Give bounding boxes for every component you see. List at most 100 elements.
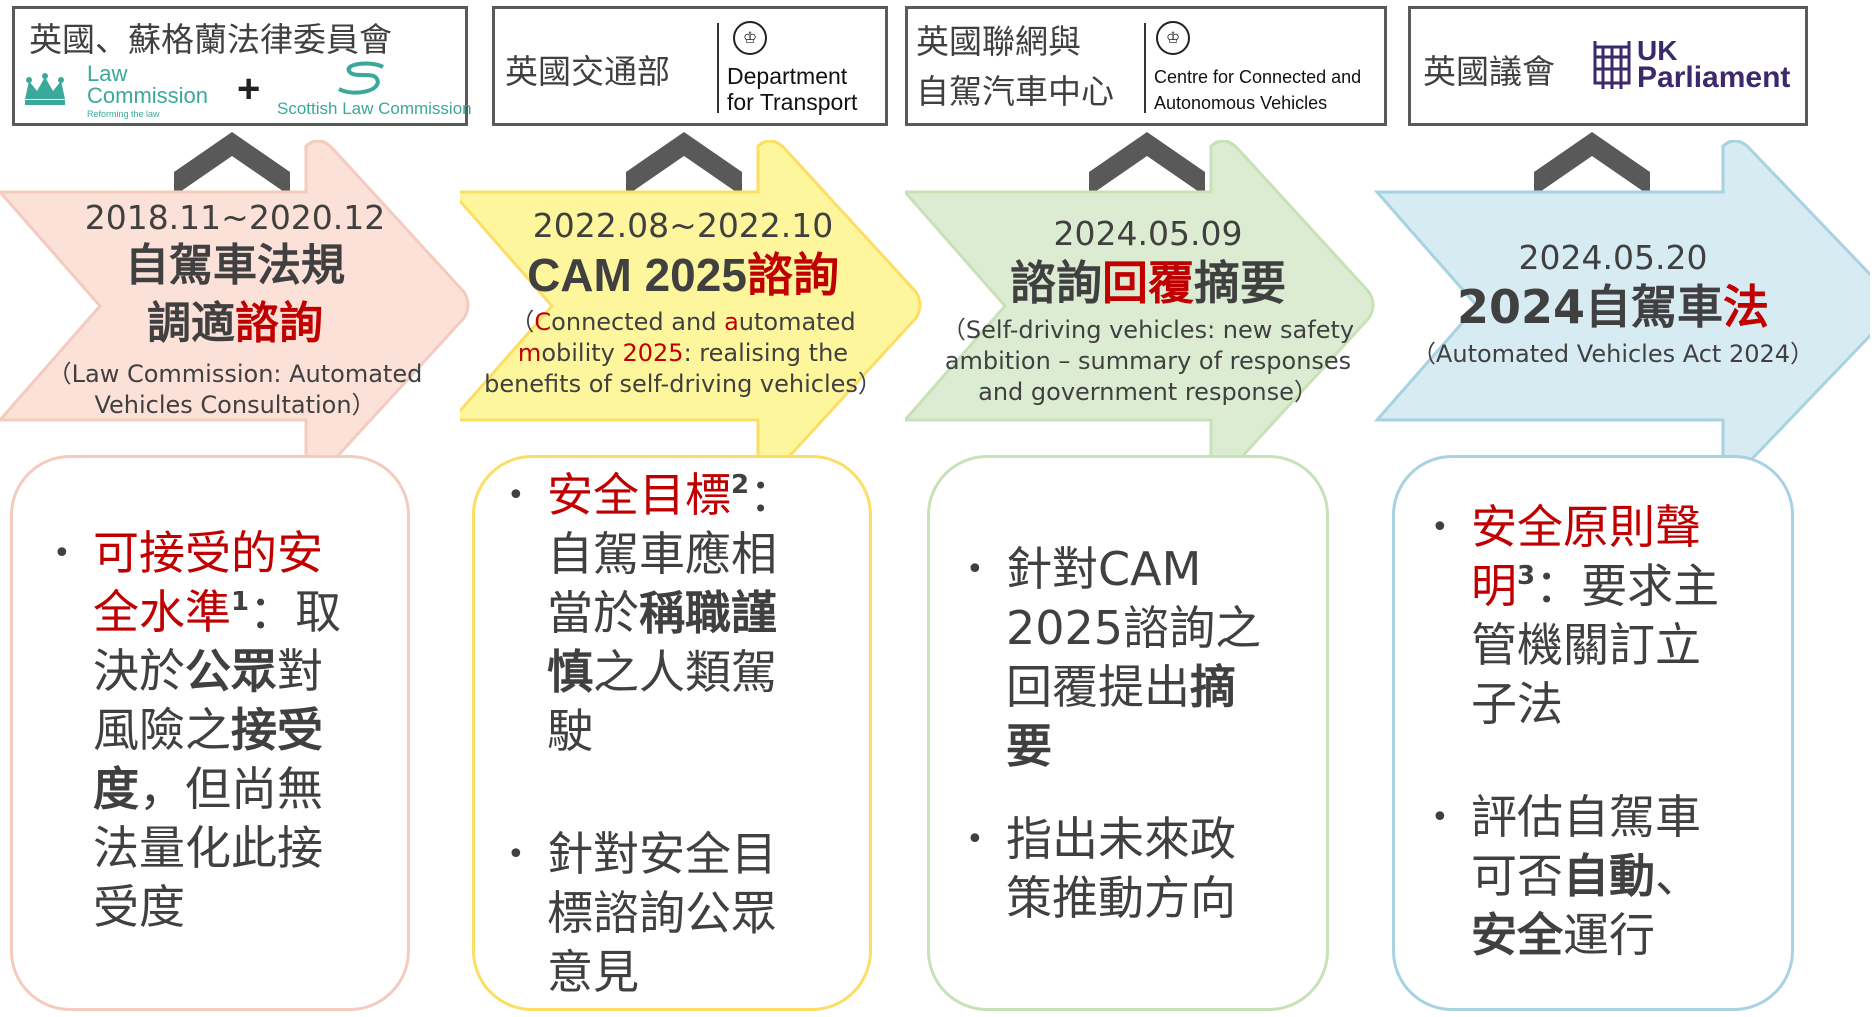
bullet-text: 駛 — [547, 704, 593, 758]
bullet-text-red: 可接受的安 — [93, 526, 323, 580]
bullet-dot: • — [53, 536, 71, 571]
agency-box-ccav: 英國聯網與 自駕汽車中心 ♔ Centre for Connected and … — [905, 6, 1387, 126]
bullet-text: 針對安全目 — [547, 827, 777, 881]
stage-title-plain: 2024自駕車 — [1456, 280, 1724, 334]
bullet-text: 之人類駕 — [593, 645, 777, 699]
dft-logo-line1: Department — [727, 63, 848, 89]
stage-subtitle-line1: （Connected and automated — [510, 308, 856, 336]
ccav-logo-line1: Centre for Connected and — [1154, 67, 1362, 87]
bullet-text-red: 明 — [1471, 559, 1517, 613]
stage-title-plain: 諮詢 — [1010, 256, 1102, 310]
chevron-up-icon — [174, 132, 290, 196]
bullet-text: 對 — [277, 644, 323, 698]
scottish-s-icon — [338, 61, 385, 95]
bullet-text-bold: 安全 — [1471, 908, 1563, 962]
bullet-text: 管機關訂立 — [1471, 618, 1701, 672]
parliament-logo-line1: UK — [1637, 35, 1678, 66]
agency-title-line1: 英國聯網與 — [916, 22, 1081, 61]
agency-title: 英國、蘇格蘭法律委員會 — [29, 20, 392, 59]
bullet-text: 指出未來政 — [1006, 812, 1236, 866]
bullet-item: • 安全原則聲 明3：要求主 管機關訂立 子法 — [1431, 498, 1719, 734]
bullet-text-bold: 摘 — [1190, 660, 1236, 714]
bullet-text: ：要求主 — [1535, 559, 1720, 613]
bullet-text: 受度 — [93, 880, 185, 934]
bullet-item: • 評估自駕車 可否自動、 安全運行 — [1431, 788, 1701, 965]
plus-sign: + — [237, 67, 261, 111]
stage-text: 2024.05.20 2024自駕車法 （Automated Vehicles … — [1378, 238, 1848, 370]
bullet-dot: • — [1431, 800, 1449, 835]
bullet-text: 標諮詢公眾 — [547, 886, 777, 940]
agency-title: 英國議會 — [1423, 52, 1555, 91]
stage-subtitle-line3: benefits of self-driving vehicles） — [484, 370, 882, 398]
bullet-dot: • — [966, 552, 984, 587]
bullet-text-bold: 慎 — [547, 645, 593, 699]
stage-title-plain: 摘要 — [1194, 256, 1286, 310]
stage-text: 2024.05.09 諮詢回覆摘要 （Self-driving vehicles… — [913, 214, 1383, 408]
bullet-text: 意見 — [547, 945, 639, 999]
bullet-text: ： — [749, 468, 796, 522]
chevron-up-icon — [1534, 132, 1650, 196]
bullet-text: 自駕車應相 — [547, 527, 777, 581]
footnote-marker: 1 — [231, 587, 250, 617]
bullet-text-red: 安全原則聲 — [1471, 500, 1701, 554]
stage-date: 2024.05.09 — [1053, 214, 1243, 253]
stage-title-line1: 自駕車法規 — [125, 240, 345, 291]
stage-title-red: 諮詢 — [235, 298, 323, 349]
stage-title-plain: 調適 — [147, 298, 235, 349]
bullet-text-bold: 度 — [93, 762, 139, 816]
stage-title-red: 法 — [1723, 280, 1770, 334]
stage-subtitle-line1: （Law Commission: Automated — [47, 360, 423, 388]
agency-title-line2: 自駕汽車中心 — [916, 72, 1114, 111]
bullet-dot: • — [1431, 510, 1449, 545]
bullet-text: 、 — [1655, 849, 1701, 903]
stage-subtitle-line3: and government response） — [978, 378, 1318, 406]
logo-divider — [1144, 23, 1146, 113]
timeline-stage-1: 英國、蘇格蘭法律委員會 Law Commission Reforming the… — [0, 0, 472, 1017]
stage-text: 2018.11~2020.12 自駕車法規 調適諮詢 （Law Commissi… — [0, 198, 470, 421]
bullet-item: • 可接受的安 全水準1：取 決於公眾對 風險之接受 度，但尚無 法量化此接 受… — [53, 524, 341, 937]
bullet-text: 當於 — [547, 586, 639, 640]
stage-date: 2018.11~2020.12 — [84, 198, 386, 237]
bullet-item: • 針對CAM 2025諮詢之 回覆提出摘 要 — [966, 540, 1261, 776]
bullet-text: 風險之 — [93, 703, 231, 757]
chevron-up-icon — [626, 132, 742, 196]
stage-title-red: 回覆 — [1102, 256, 1194, 310]
bullet-text: 法量化此接 — [93, 821, 323, 875]
chevron-up-icon — [1089, 132, 1205, 196]
bullet-text: 回覆提出 — [1006, 660, 1190, 714]
description-box: • 安全目標2： 自駕車應相 當於稱職謹 慎之人類駕 駛 • 針對安全目 標諮詢… — [472, 455, 872, 1011]
bullet-text-bold: 公眾 — [185, 644, 277, 698]
stage-title: 諮詢回覆摘要 — [913, 253, 1383, 313]
bullet-dot: • — [507, 837, 525, 872]
stage-title-line2: 調適諮詢 — [0, 295, 470, 353]
stage-date: 2022.08~2022.10 — [532, 206, 834, 245]
stage-subtitle-line1: （Automated Vehicles Act 2024） — [1411, 340, 1815, 368]
bullet-item: • 針對安全目 標諮詢公眾 意見 — [507, 825, 777, 1002]
bullet-text: 子法 — [1471, 677, 1563, 731]
timeline-stage-3: 英國聯網與 自駕汽車中心 ♔ Centre for Connected and … — [905, 0, 1387, 1017]
bullet-text: 可否 — [1471, 849, 1563, 903]
logo-divider — [717, 23, 719, 113]
description-box: • 可接受的安 全水準1：取 決於公眾對 風險之接受 度，但尚無 法量化此接 受… — [10, 455, 410, 1011]
stage-text: 2022.08~2022.10 CAM 2025諮詢 （Connected an… — [448, 206, 918, 400]
law-commission-logo-line1: Law — [87, 61, 128, 86]
bullet-text: ：取 — [249, 585, 342, 639]
portcullis-icon — [1593, 41, 1631, 89]
ccav-logo-line2: Autonomous Vehicles — [1154, 93, 1328, 113]
law-commission-tagline: Reforming the law — [87, 109, 160, 119]
bullet-text-bold: 接受 — [231, 703, 323, 757]
bullet-item: • 安全目標2： 自駕車應相 當於稱職謹 慎之人類駕 駛 — [507, 466, 795, 761]
dft-logo-line2: for Transport — [727, 89, 858, 115]
bullet-text: 評估自駕車 — [1471, 790, 1701, 844]
royal-crest-icon: ♔ — [733, 21, 767, 55]
description-box: • 安全原則聲 明3：要求主 管機關訂立 子法 • 評估自駕車 可否自動、 安全… — [1392, 455, 1794, 1011]
agency-box-uk-parliament: 英國議會 UK Parliament — [1408, 6, 1808, 126]
stage-subtitle-line2: ambition – summary of responses — [944, 347, 1352, 375]
footnote-marker: 3 — [1517, 561, 1536, 591]
royal-crest-icon: ♔ — [1156, 21, 1190, 55]
crown-icon — [25, 73, 65, 105]
bullet-text-red: 安全目標 — [547, 468, 731, 522]
scottish-law-commission-logo-text: Scottish Law Commission — [277, 99, 472, 118]
bullet-text: 運行 — [1563, 908, 1655, 962]
bullet-text-red: 全水準 — [93, 585, 231, 639]
